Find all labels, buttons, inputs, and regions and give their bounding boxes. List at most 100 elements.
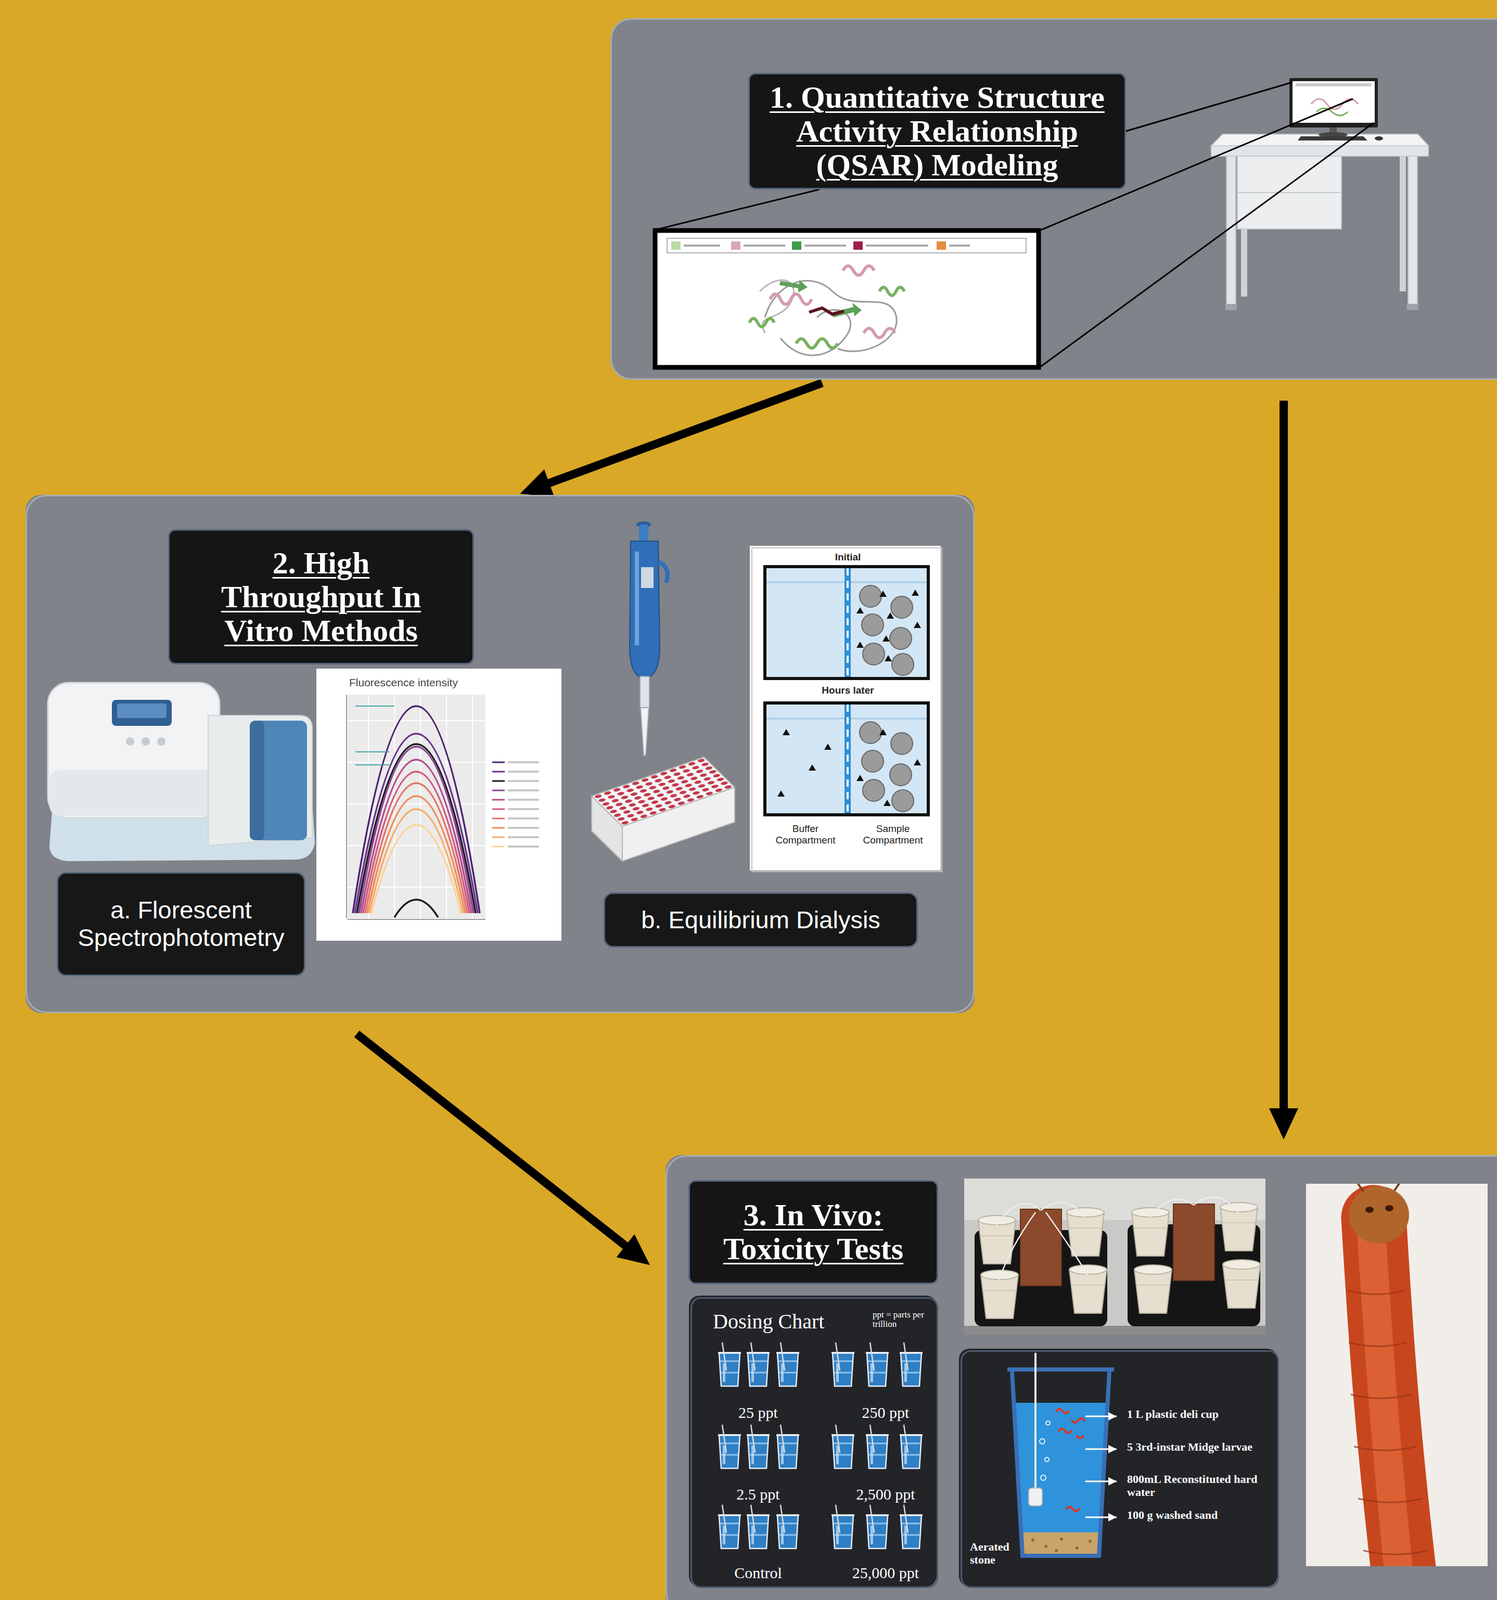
setup-photo-part	[964, 1178, 1266, 1335]
well-plate-part	[591, 757, 735, 827]
cup-diagram-part	[1056, 1409, 1085, 1512]
model-screenshot-part	[779, 279, 808, 293]
chart-title: Fluorescence intensity	[349, 676, 516, 689]
dialysis-figure-part-part	[859, 585, 882, 608]
dosing-chart-figure-part	[688, 1295, 937, 1587]
fluorescence-chart-part-part	[355, 751, 390, 753]
cup-diagram-part	[1039, 1421, 1051, 1481]
cup-diagram-part-part	[1071, 1418, 1085, 1423]
part-label: 1 L plastic deli cup	[1127, 1408, 1273, 1422]
method-label: a. Florescent Spectrophotometry	[56, 872, 306, 977]
dosing-chart-figure-part	[831, 1342, 855, 1387]
fluorescence-chart-part-part	[507, 789, 540, 792]
part-label: 100 g washed sand	[1127, 1508, 1273, 1522]
setup-photo-part	[1131, 1207, 1170, 1257]
model-screenshot-part	[949, 244, 970, 247]
spectrophotometer-part	[47, 682, 220, 818]
setup-photo-part	[1066, 1207, 1105, 1257]
cup-diagram-part	[1007, 1369, 1115, 1556]
dialysis-figure-part-part	[890, 732, 913, 755]
well-plate-part-part	[591, 757, 735, 827]
dialysis-figure-part-part	[886, 612, 894, 619]
model-screenshot-part	[743, 244, 786, 247]
fluorescence-chart-part-part	[361, 759, 472, 914]
model-screenshot-part	[936, 241, 946, 250]
dialysis-figure-part-part	[891, 653, 914, 676]
step-title: 1. Quantitative Structure Activity Relat…	[748, 72, 1127, 190]
larva-photo-part-part-part	[1348, 1342, 1407, 1347]
fluorescence-chart-part-part	[507, 845, 540, 848]
pipette-part	[638, 524, 649, 543]
computer-desk-part	[1237, 192, 1342, 194]
leader-line-part	[656, 189, 820, 230]
fluorescence-chart-part-part	[507, 808, 540, 811]
dose-label: 250 ppt	[843, 1403, 928, 1423]
model-screenshot-part	[667, 238, 1027, 253]
setup-photo-part-part	[999, 1212, 1036, 1281]
dosing-chart-figure-part	[899, 1504, 923, 1549]
cup-diagram	[958, 1348, 1278, 1587]
fluorescence-chart-part-part	[363, 771, 470, 914]
step-panel: 2. High Throughput In Vitro Methods a. Fl…	[25, 494, 975, 1014]
model-screenshot-part	[764, 280, 897, 352]
stage-label: Hours later	[752, 684, 944, 697]
fluorescence-chart-part-part	[492, 846, 505, 848]
spectrophotometer-part	[249, 720, 265, 841]
dosing-chart-figure-part	[718, 1342, 741, 1387]
dialysis-figure-part	[859, 721, 914, 812]
setup-photo-part	[964, 1325, 1266, 1335]
fluorescence-chart-part-part	[419, 694, 421, 919]
setup-photo-part-part	[1045, 1212, 1088, 1275]
cup-diagram-part-part	[1077, 1436, 1084, 1439]
step-title: 3. In Vivo: Toxicity Tests	[688, 1180, 939, 1285]
part-label: 800mL Reconstituted hard water	[1127, 1473, 1273, 1499]
cup-diagram-part	[1034, 1352, 1037, 1489]
fluorescence-chart-part-part	[352, 706, 480, 914]
fluorescence-chart-part-part	[359, 746, 474, 914]
panel-ground-part	[610, 18, 1497, 380]
model-screenshot-part	[683, 244, 721, 247]
model-screenshot-part	[842, 265, 875, 276]
model-screenshot-part	[865, 244, 929, 247]
chart-panel: Fluorescence intensity	[317, 670, 564, 943]
dialysis-figure-part-part	[879, 728, 887, 736]
step-title: 2. High Throughput In Vitro Methods	[168, 529, 475, 665]
part-label: Aerated stone	[969, 1540, 1033, 1567]
dialysis-figure-part-part	[882, 635, 890, 642]
compartment-label: Buffer Compartment	[763, 823, 848, 847]
fluorescence-chart-part-part	[365, 783, 468, 914]
cup-diagram-part-part	[1085, 1516, 1117, 1519]
dialysis-figure-part	[764, 566, 929, 679]
compartment-label: Sample Compartment	[851, 823, 935, 847]
fluorescence-chart-part	[346, 694, 505, 920]
dialysis-figure-part	[844, 704, 851, 814]
leader-line-part	[1126, 82, 1293, 132]
larva-photo-part	[1347, 1183, 1428, 1567]
cup-diagram-part	[1031, 1537, 1092, 1553]
dialysis-figure-part-part	[890, 596, 913, 619]
fluorescence-chart-part-part	[347, 803, 486, 805]
dialysis-figure-part-part	[856, 774, 864, 782]
model-screenshot-part	[791, 241, 802, 250]
cup-diagram-part-part	[1056, 1409, 1069, 1414]
cup-diagram-part	[1020, 1532, 1101, 1555]
dosing-chart-figure	[688, 1295, 937, 1587]
method-name: a. Florescent Spectrophotometry	[70, 896, 292, 952]
cup-diagram-part-part	[1045, 1421, 1051, 1426]
stage-label: Initial	[752, 551, 944, 564]
setup-photo-part	[1134, 1264, 1172, 1314]
fluorescence-chart-part-part	[507, 779, 540, 783]
model-screenshot-part	[832, 302, 862, 318]
well-plate-part	[591, 757, 735, 827]
setup-photo-part	[1020, 1209, 1062, 1286]
setup-photo-part	[1222, 1259, 1261, 1309]
pipette-part	[634, 551, 639, 646]
spectrophotometer-part	[125, 737, 135, 746]
cup-diagram-part-part	[1085, 1480, 1117, 1483]
fluorescence-chart-part-part	[492, 827, 505, 829]
dosing-chart-figure-part	[899, 1424, 923, 1469]
unit-note: ppt = parts per trillion	[872, 1310, 925, 1329]
fluorescence-chart-part-part	[356, 744, 476, 914]
dialysis-figure-part-part	[808, 764, 816, 771]
setup-photo-part	[1069, 1264, 1107, 1314]
